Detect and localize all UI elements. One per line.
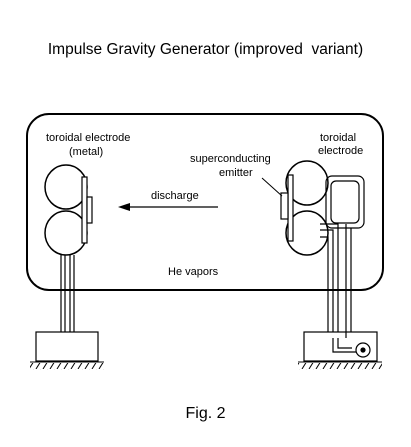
right-ground-hatch (298, 363, 382, 370)
diagram-title: Impulse Gravity Generator (improved vari… (47, 41, 364, 58)
figure-caption: Fig. 2 (185, 405, 226, 422)
pump (332, 332, 371, 358)
vapors-label: He vapors (168, 266, 219, 278)
superconducting-emitter (280, 192, 289, 220)
left-base-block (35, 331, 99, 362)
cooling-pipes (320, 175, 365, 338)
emitter-label-line1: superconducting (190, 153, 271, 165)
emitter-label-line2: emitter (219, 167, 253, 179)
left-electrode-label-line1: toroidal electrode (46, 132, 130, 144)
left-toroidal-electrode (44, 164, 93, 256)
left-electrode-label-line2: (metal) (69, 146, 103, 158)
left-support (60, 255, 75, 332)
right-electrode-label-line2: electrode (318, 145, 363, 157)
right-electrode-label-line1: toroidal (320, 132, 356, 144)
right-toroidal-electrode (285, 160, 329, 256)
discharge-label: discharge (151, 190, 199, 202)
left-ground-hatch (30, 363, 104, 370)
emitter-leader-line (261, 177, 283, 197)
chamber-outline (26, 113, 384, 291)
discharge-arrow (118, 203, 218, 211)
